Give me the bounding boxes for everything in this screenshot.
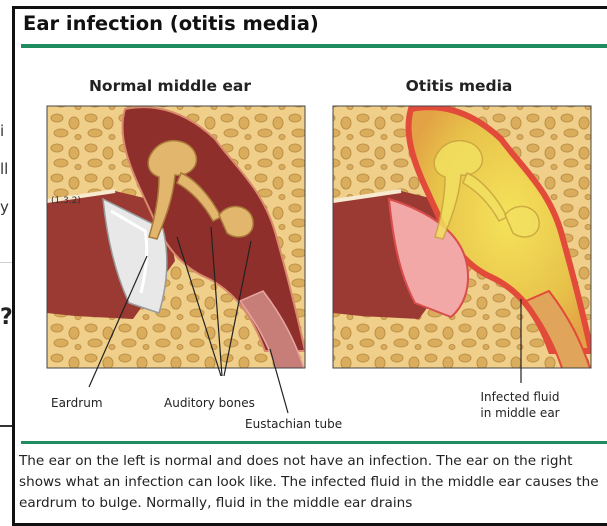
label-eardrum: Eardrum — [51, 396, 103, 410]
title-divider — [21, 44, 607, 48]
label-infected-fluid-line2: in middle ear — [480, 406, 559, 420]
right-panel-title: Otitis media — [406, 77, 513, 95]
infected-ear-panel — [333, 106, 591, 371]
figure-caption: The ear on the left is normal and does n… — [19, 451, 607, 514]
caption-divider — [21, 441, 607, 444]
background-text-fragment: ll — [0, 160, 8, 178]
normal-ear-panel: (1.3.2) — [47, 106, 305, 371]
left-panel-title: Normal middle ear — [89, 77, 251, 95]
label-infected-fluid-line1: Infected fluid — [481, 390, 560, 404]
background-text-fragment: i — [0, 122, 4, 140]
copyright-mark: (1.3.2) — [51, 196, 81, 206]
background-heading-fragment: ? — [0, 305, 13, 330]
modal-title: Ear infection (otitis media) — [23, 12, 319, 35]
label-eustachian-tube: Eustachian tube — [245, 417, 342, 431]
image-modal[interactable]: Ear infection (otitis media) Normal midd… — [12, 6, 607, 526]
label-auditory-bones: Auditory bones — [164, 396, 255, 410]
ear-infection-illustration: Normal middle ear Otitis media (1.3.2) — [15, 51, 607, 441]
